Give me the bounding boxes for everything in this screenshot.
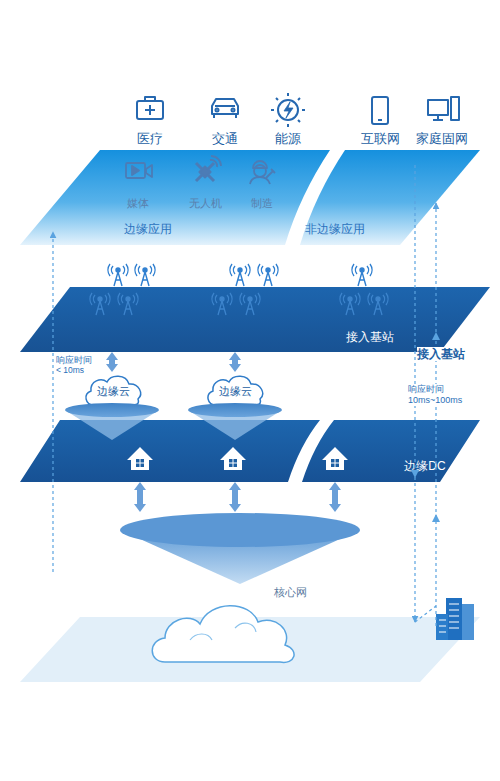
double-arrow-connector [332, 488, 338, 506]
node-shape [20, 287, 490, 352]
node-label: 媒体 [127, 197, 149, 210]
medical-icon [137, 101, 163, 119]
energy-bolt [284, 102, 293, 118]
edge-cloud: 边缘云 [204, 372, 266, 406]
application-layer: 非边缘应用 [280, 150, 480, 245]
building-windows [439, 604, 459, 632]
response-time-note: 响应时间 10ms~100ms [408, 384, 468, 406]
double-arrow-connector [109, 358, 115, 366]
car-light [232, 109, 235, 112]
sector-label: 交通 [212, 132, 238, 147]
tower-symbol [230, 264, 250, 286]
tower-symbol [352, 264, 372, 286]
sector-label: 能源 [275, 132, 301, 147]
edge-dc-layer: 边缘DC [20, 420, 480, 482]
car-light [216, 109, 219, 112]
double-arrow-connector [232, 488, 238, 506]
edge-cone [65, 410, 159, 440]
layer-icons [126, 156, 275, 184]
node-label: 边缘云 [219, 385, 252, 398]
media-icon [126, 163, 145, 178]
node-shape [208, 376, 263, 405]
sector-label: 医疗 [137, 132, 163, 147]
node-outline [20, 287, 490, 352]
node-outline [20, 150, 340, 245]
energy-icon [278, 100, 298, 120]
node-label: 无人机 [189, 197, 222, 210]
application-layer: 媒体 无人机 制造边缘应用 [20, 150, 340, 245]
tower-symbol [368, 293, 388, 315]
layer-side-label: 接入基站 [417, 347, 465, 361]
building-side [462, 604, 474, 640]
computer-icon [428, 100, 448, 115]
tower-symbol [240, 293, 260, 315]
node-shape [20, 420, 480, 482]
core-network-funnel: 核心网 [118, 512, 362, 602]
node-shape [300, 150, 480, 245]
node-label: 核心网 [274, 586, 307, 599]
response-line [415, 606, 436, 622]
tower-symbol [212, 293, 232, 315]
connector-group [112, 358, 335, 506]
node-label: 边缘DC [404, 459, 445, 473]
double-arrow-connector [137, 488, 143, 506]
energy-rays [271, 93, 305, 127]
edge-cone [188, 410, 282, 440]
tower-symbol [340, 293, 360, 315]
tower-symbol [135, 264, 155, 286]
node-label: 非边缘应用 [305, 222, 365, 236]
drone-icon [196, 163, 214, 181]
tower-symbol [258, 264, 278, 286]
response-line [435, 203, 436, 626]
worker-icon [254, 165, 266, 177]
node-shape [86, 376, 141, 405]
double-arrow-connector [232, 358, 238, 366]
car-icon [212, 99, 238, 118]
tower-symbol [90, 293, 110, 315]
drone-body [199, 166, 210, 177]
media-icon [146, 165, 152, 177]
phone-icon [378, 119, 382, 121]
icon-row [137, 93, 459, 127]
node-label: 制造 [251, 197, 273, 210]
phone-icon [372, 97, 388, 124]
sector-label: 互联网 [361, 132, 400, 147]
worker-icon [250, 161, 270, 184]
edge-disc [188, 403, 282, 417]
node-shape [20, 150, 330, 245]
node-outline [118, 512, 362, 602]
wrench-icon [266, 169, 275, 178]
node-shape [120, 513, 360, 547]
house-symbol [220, 447, 246, 470]
tower-symbol [108, 264, 128, 286]
edge-disc [65, 403, 159, 417]
response-line [52, 232, 53, 572]
medical-icon [145, 97, 155, 115]
house-symbol [127, 447, 153, 470]
drone-signal [210, 156, 221, 167]
node-label: 接入基站 [346, 330, 394, 344]
computer-stand [433, 115, 443, 120]
media-play [132, 166, 139, 175]
node-label: 边缘云 [97, 385, 130, 398]
edge-cloud: 边缘云 [82, 372, 144, 406]
computer-tower [451, 97, 459, 120]
tower-symbol [118, 293, 138, 315]
house-symbol [322, 447, 348, 470]
cloud-detail [190, 623, 256, 640]
base-station-layer: 接入基站 [20, 287, 490, 352]
core-cloud [152, 606, 294, 663]
response-time-note: 响应时间 < 10ms [56, 355, 92, 375]
building-wing [436, 614, 448, 640]
sector-label: 家庭固网 [416, 132, 468, 147]
node-label: 边缘应用 [124, 222, 172, 236]
